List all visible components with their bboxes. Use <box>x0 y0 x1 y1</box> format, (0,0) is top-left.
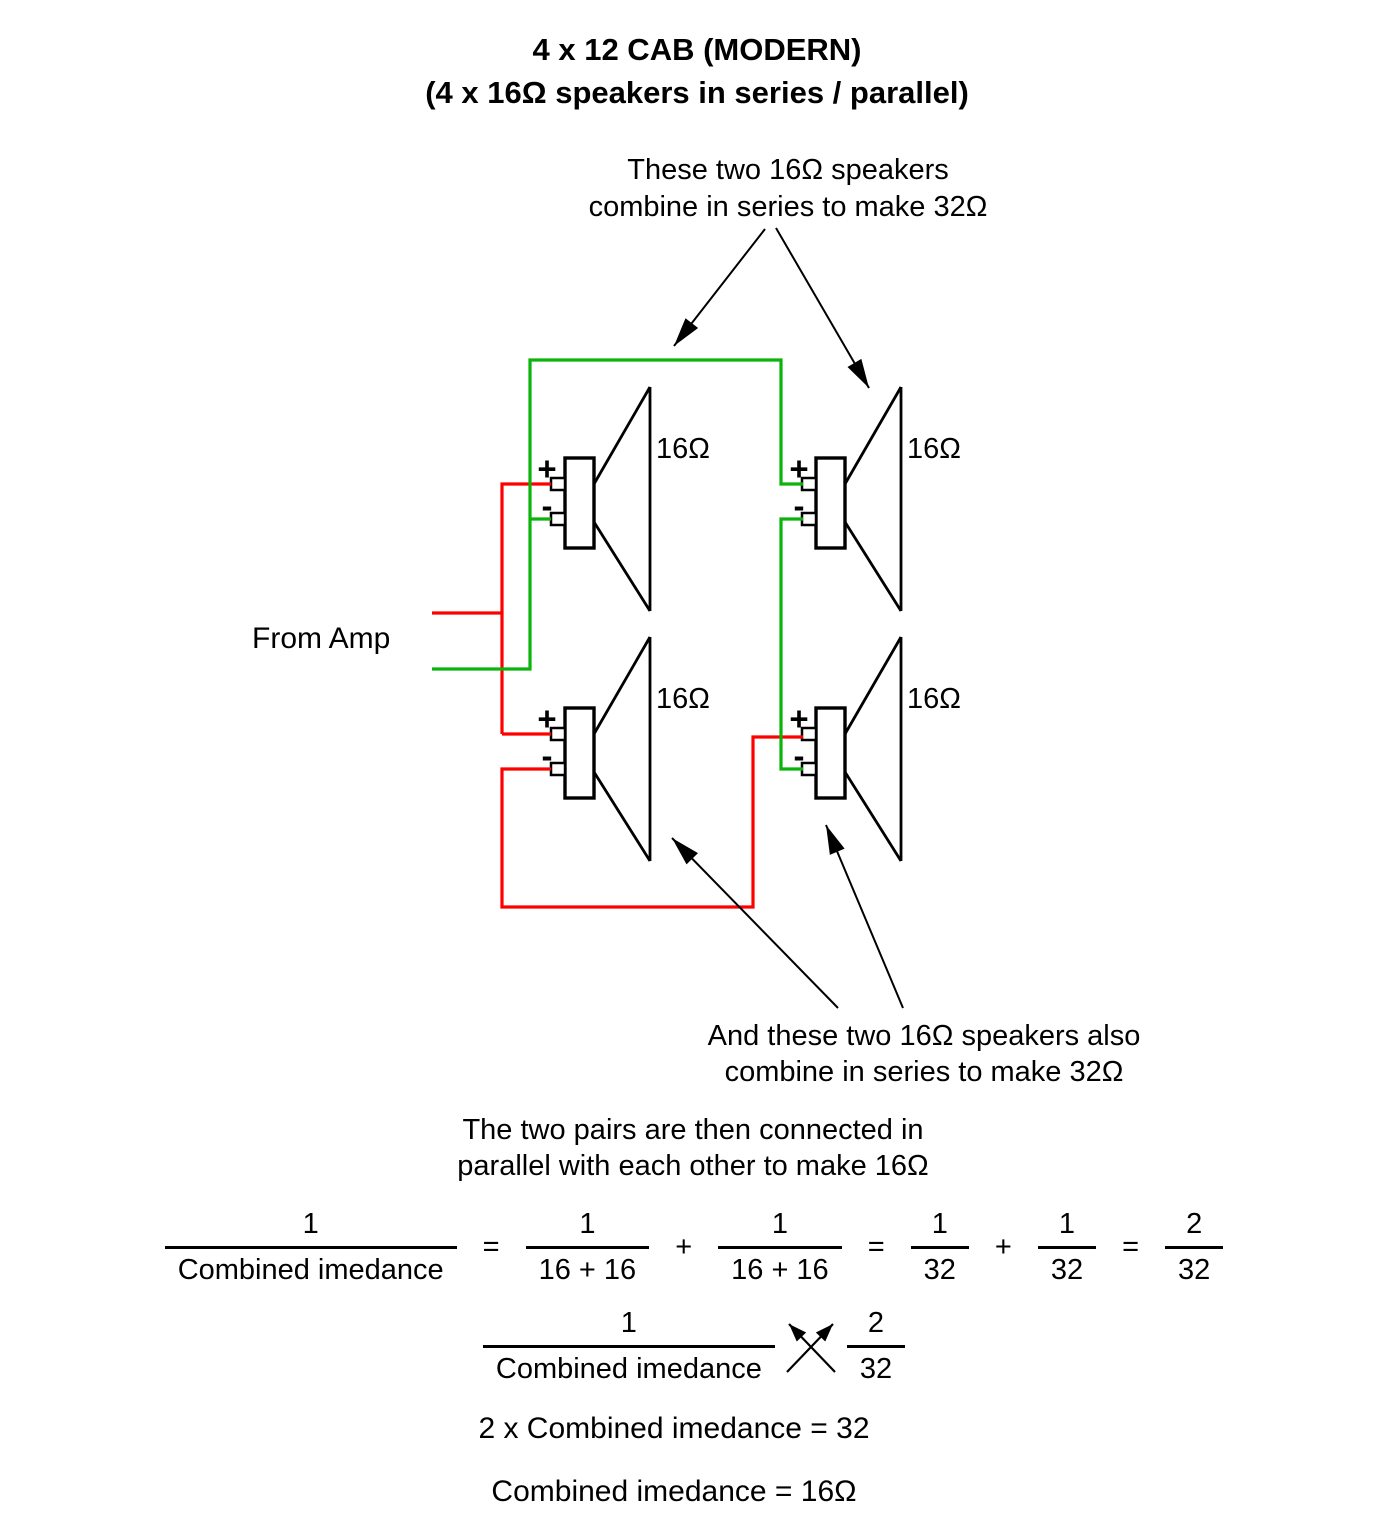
speaker-top-right <box>800 386 903 612</box>
fraction-denominator: Combined imedance <box>482 1345 775 1386</box>
plus-sign: + <box>675 1231 693 1264</box>
fraction-numerator: 1 <box>931 1208 948 1240</box>
speaker-cone <box>592 386 652 612</box>
speaker-magnet <box>814 456 847 550</box>
minus-sign-bottom-left: - <box>541 737 553 774</box>
equals-sign: = <box>482 1231 500 1264</box>
speaker-cone <box>592 636 652 862</box>
fraction-denominator: 32 <box>1037 1246 1097 1287</box>
fraction-2-over-32: 2 32 <box>846 1307 906 1387</box>
green-wire-right-link <box>779 517 803 771</box>
diagram-title: 4 x 12 CAB (MODERN) (4 x 16Ω speakers in… <box>0 28 1394 114</box>
green-wire-amp-top-run <box>432 358 803 671</box>
fraction-combined-impedance: 1 Combined imedance <box>164 1208 457 1288</box>
arrow-to-bottom-right-speaker <box>825 824 904 1009</box>
minus-sign-bottom-right: - <box>793 737 805 774</box>
pairs-line-2: parallel with each other to make 16Ω <box>457 1150 929 1182</box>
fraction-1-over-32-b: 1 32 <box>1037 1208 1097 1288</box>
top-pair-annotation: These two 16Ω speakers combine in series… <box>488 152 1088 226</box>
impedance-label-top-right: 16Ω <box>907 433 961 465</box>
cross-multiply-icon <box>786 1323 836 1373</box>
fraction-denominator: 32 <box>910 1246 969 1287</box>
title-line-2: (4 x 16Ω speakers in series / parallel) <box>425 75 969 110</box>
plus-sign: + <box>994 1231 1012 1264</box>
impedance-label-bottom-right: 16Ω <box>907 683 961 715</box>
speaker-bottom-right <box>800 636 903 862</box>
pairs-parallel-annotation: The two pairs are then connected in para… <box>393 1112 993 1184</box>
equation-row-1: 1 Combined imedance = 1 16 + 16 + 1 16 +… <box>0 1208 1388 1288</box>
bottom-pair-annotation: And these two 16Ω speakers also combine … <box>622 1018 1226 1090</box>
fraction-denominator: 16 + 16 <box>718 1246 842 1287</box>
arrow-to-bottom-left-speaker <box>671 837 839 1009</box>
impedance-label-bottom-left: 16Ω <box>656 683 710 715</box>
red-wire-amp-to-left-speakers <box>432 482 551 736</box>
fraction-numerator: 1 <box>620 1307 637 1339</box>
fraction-denominator: 32 <box>1165 1246 1224 1287</box>
speaker-cone <box>843 386 903 612</box>
equation-row-2: 1 Combined imedance 2 32 <box>0 1307 1388 1387</box>
speaker-top-left <box>549 386 652 612</box>
fraction-numerator: 2 <box>1186 1208 1203 1240</box>
speaker-bottom-left <box>549 636 652 862</box>
title-line-1: 4 x 12 CAB (MODERN) <box>532 32 862 67</box>
fraction-denominator: 32 <box>846 1345 906 1386</box>
speaker-magnet <box>814 706 847 800</box>
fraction-denominator: Combined imedance <box>164 1246 457 1287</box>
impedance-label-top-left: 16Ω <box>656 433 710 465</box>
minus-sign-top-right: - <box>793 487 805 524</box>
bottom-annotation-line-2: combine in series to make 32Ω <box>724 1056 1124 1088</box>
plus-sign-bottom-left: + <box>537 700 557 737</box>
red-wire-bottom-series-link <box>500 735 803 909</box>
speaker-cone <box>843 636 903 862</box>
arrow-to-top-left-speaker <box>673 228 766 347</box>
plus-sign-bottom-right: + <box>789 700 809 737</box>
speaker-magnet <box>563 456 596 550</box>
fraction-16-plus-16-a: 1 16 + 16 <box>525 1208 650 1288</box>
minus-sign-top-left: - <box>541 487 553 524</box>
fraction-numerator: 1 <box>1058 1208 1076 1240</box>
fraction-numerator: 2 <box>867 1307 885 1339</box>
fraction-denominator: 16 + 16 <box>525 1246 650 1287</box>
fraction-16-plus-16-b: 1 16 + 16 <box>718 1208 842 1288</box>
from-amp-label: From Amp <box>252 622 391 655</box>
arrow-to-top-right-speaker <box>775 227 870 389</box>
fraction-2-over-32: 2 32 <box>1165 1208 1224 1288</box>
fraction-numerator: 1 <box>579 1208 596 1240</box>
equation-row-3: 2 x Combined imedance = 32 <box>478 1412 870 1445</box>
equation-result: Combined imedance = 16Ω <box>491 1475 857 1508</box>
top-annotation-line-2: combine in series to make 32Ω <box>588 191 988 223</box>
fraction-combined-impedance: 1 Combined imedance <box>482 1307 775 1387</box>
positive-terminal <box>800 726 818 742</box>
fraction-numerator: 1 <box>302 1208 319 1240</box>
plus-sign-top-right: + <box>789 450 809 487</box>
top-annotation-line-1: These two 16Ω speakers <box>627 154 949 186</box>
plus-sign-top-left: + <box>537 450 557 487</box>
equals-sign: = <box>867 1231 885 1264</box>
equals-sign: = <box>1122 1231 1140 1264</box>
fraction-numerator: 1 <box>771 1208 788 1240</box>
pairs-line-1: The two pairs are then connected in <box>462 1114 924 1146</box>
bottom-annotation-line-1: And these two 16Ω speakers also <box>707 1020 1141 1052</box>
fraction-1-over-32-a: 1 32 <box>910 1208 969 1288</box>
speaker-magnet <box>563 706 596 800</box>
